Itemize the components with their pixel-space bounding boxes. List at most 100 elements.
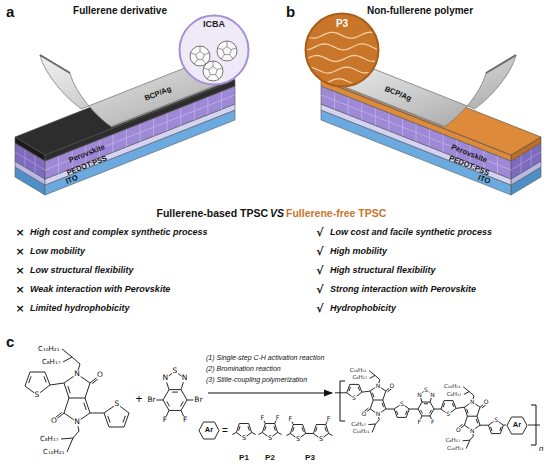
aryl-label: Ar xyxy=(203,426,215,434)
chemical-bond xyxy=(370,375,375,378)
polymer-chain xyxy=(304,44,379,50)
chemical-bond xyxy=(313,425,316,434)
chemical-bond xyxy=(464,392,469,395)
fullerene-edge xyxy=(217,68,222,70)
atom-symbol: S xyxy=(318,436,323,443)
alkyl-chain: C₁₀H₂₁ xyxy=(443,384,461,390)
chemical-bond xyxy=(123,416,125,423)
chemical-bond xyxy=(325,427,326,431)
atom-symbol: O xyxy=(483,399,489,405)
chemical-bond xyxy=(349,387,350,391)
alkyl-chain: C₁₀H₂₁ xyxy=(352,430,370,436)
chemical-bond xyxy=(278,432,282,434)
chemical-bond xyxy=(477,416,480,425)
chemical-bond xyxy=(335,392,347,393)
atom-symbol: N xyxy=(430,392,436,398)
chemical-bond xyxy=(180,401,183,406)
fullerene-edge xyxy=(200,46,201,52)
chemical-bond xyxy=(444,400,453,401)
chemical-bond xyxy=(29,376,31,383)
chemical-bond xyxy=(239,423,248,424)
chemical-bond xyxy=(376,420,380,424)
fullerene-edge xyxy=(194,60,197,64)
chemical-bond xyxy=(316,424,325,425)
chemical-bond xyxy=(73,431,79,438)
atom-symbol: S xyxy=(352,395,357,401)
chemical-bond xyxy=(373,400,383,401)
chemical-bond xyxy=(90,413,104,414)
chemical-bond xyxy=(375,375,380,379)
fullerene-cage xyxy=(217,41,237,61)
hexagon-outline xyxy=(507,417,527,434)
fullerene-edge xyxy=(204,53,209,55)
atom-symbol: O xyxy=(389,383,395,389)
chemical-bond xyxy=(491,427,492,431)
chemical-bond xyxy=(290,425,293,434)
chemical-bond xyxy=(434,409,441,410)
atom-symbol: N xyxy=(469,399,475,405)
polymer-chain xyxy=(304,32,379,38)
chemical-bond xyxy=(181,390,187,400)
chemical-bond xyxy=(477,407,480,416)
atom-symbol: F xyxy=(162,416,167,424)
fullerene-edge xyxy=(213,61,214,67)
reaction-arrow xyxy=(208,392,332,393)
alkyl-chain: C₈H₁₇ xyxy=(446,392,462,398)
comparison-heading: VS xyxy=(270,208,284,220)
fullerene-pentagon xyxy=(223,47,232,55)
polymer-chain xyxy=(304,55,379,61)
chemical-bond xyxy=(62,349,72,357)
chemical-bond xyxy=(85,398,90,413)
chemical-bond xyxy=(441,401,444,409)
chemical-bond xyxy=(249,424,252,433)
chemical-bond xyxy=(382,403,383,407)
chemical-bond xyxy=(466,440,470,448)
chemical-bond xyxy=(64,398,69,413)
chemical-bond xyxy=(418,402,422,409)
chemical-bond xyxy=(44,376,46,382)
plus-sign: + xyxy=(135,393,142,406)
property-item: Hydrophobicity xyxy=(330,304,396,314)
chemical-bond xyxy=(172,392,178,393)
chemical-bond xyxy=(329,433,333,435)
chemical-bond xyxy=(347,384,350,392)
chemical-bond xyxy=(232,432,236,434)
atom-symbol: S xyxy=(446,411,451,417)
chemical-bond xyxy=(443,403,444,407)
chemical-bond xyxy=(108,416,110,423)
chemical-bond xyxy=(45,372,50,385)
chemical-bond xyxy=(369,371,375,376)
panel-letter: c xyxy=(6,334,14,351)
chemical-bond xyxy=(67,438,73,452)
fullerene-edge xyxy=(203,60,206,64)
reaction-condition: (1) Single-step C-H activation reaction xyxy=(206,354,324,362)
atom-symbol: S xyxy=(424,387,429,393)
comparison-heading: Fullerene-free TPSC xyxy=(286,208,386,220)
chemical-bond xyxy=(252,432,256,434)
property-item: Limited hydrophobicity xyxy=(30,304,130,314)
property-item: High mobility xyxy=(330,247,387,257)
chemical-bond xyxy=(265,426,266,430)
atom-symbol: O xyxy=(51,417,58,425)
status-mark: √ xyxy=(316,246,323,258)
chemical-bond xyxy=(25,372,30,386)
chemical-bond xyxy=(350,384,359,385)
status-mark: √ xyxy=(316,227,323,239)
sheet-curl-edge xyxy=(40,55,70,73)
atom-symbol: F xyxy=(183,416,188,424)
atom-symbol: F xyxy=(431,419,435,425)
chemical-bond xyxy=(430,410,432,413)
chemical-bond xyxy=(30,372,45,373)
status-mark: √ xyxy=(316,265,323,277)
atom-symbol: F xyxy=(326,415,331,422)
chemical-bond xyxy=(470,436,474,440)
panel-letter: a xyxy=(6,4,14,21)
chemical-bond xyxy=(61,438,73,439)
fullerene-edge xyxy=(216,75,219,79)
chemical-bond xyxy=(469,392,474,396)
material-label: P3 xyxy=(334,18,350,29)
comparison-heading: Fullerene-based TPSC xyxy=(157,208,268,220)
chemical-bond xyxy=(368,424,375,426)
chemical-bond xyxy=(239,426,240,430)
chemical-bond xyxy=(169,410,181,411)
